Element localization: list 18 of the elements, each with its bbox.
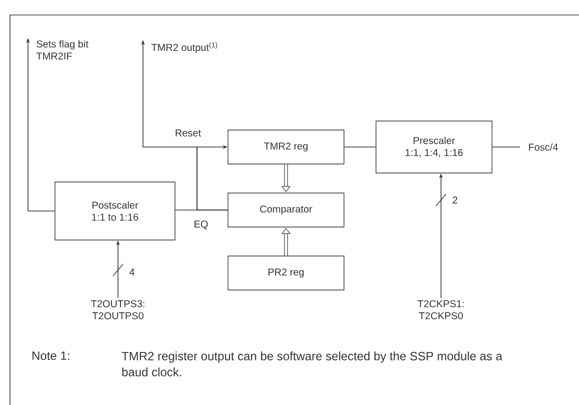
postscaler-box: Postscaler 1:1 to 1:16 — [54, 182, 176, 240]
signal-label: T2OUTPS3: T2OUTPS0 — [91, 300, 144, 320]
note-text: TMR2 register output can be software selected by the SSP module as a baud clock. — [122, 352, 502, 376]
edge-label: 4 — [128, 268, 136, 276]
input-label: Fosc/4 — [529, 143, 558, 151]
connector — [492, 146, 520, 148]
connector — [344, 146, 376, 148]
signal-label: T2CKPS1: T2CKPS0 — [418, 300, 464, 320]
prescaler-box: Prescaler 1:1, 1:4, 1:16 — [376, 120, 492, 174]
edge-label: 2 — [451, 196, 459, 204]
register-box: TMR2 reg — [228, 130, 344, 164]
edge-label: Reset — [174, 128, 202, 138]
output-label: TMR2 output$^{(1)}$ — [151, 42, 218, 53]
comparator-box: Comparator — [228, 192, 344, 228]
edge-label: EQ — [192, 220, 210, 230]
note-label: Note 1: — [32, 352, 70, 360]
flag-label: Sets flag bit TMR2IF — [36, 40, 88, 60]
register-box: PR2 reg — [228, 256, 344, 290]
